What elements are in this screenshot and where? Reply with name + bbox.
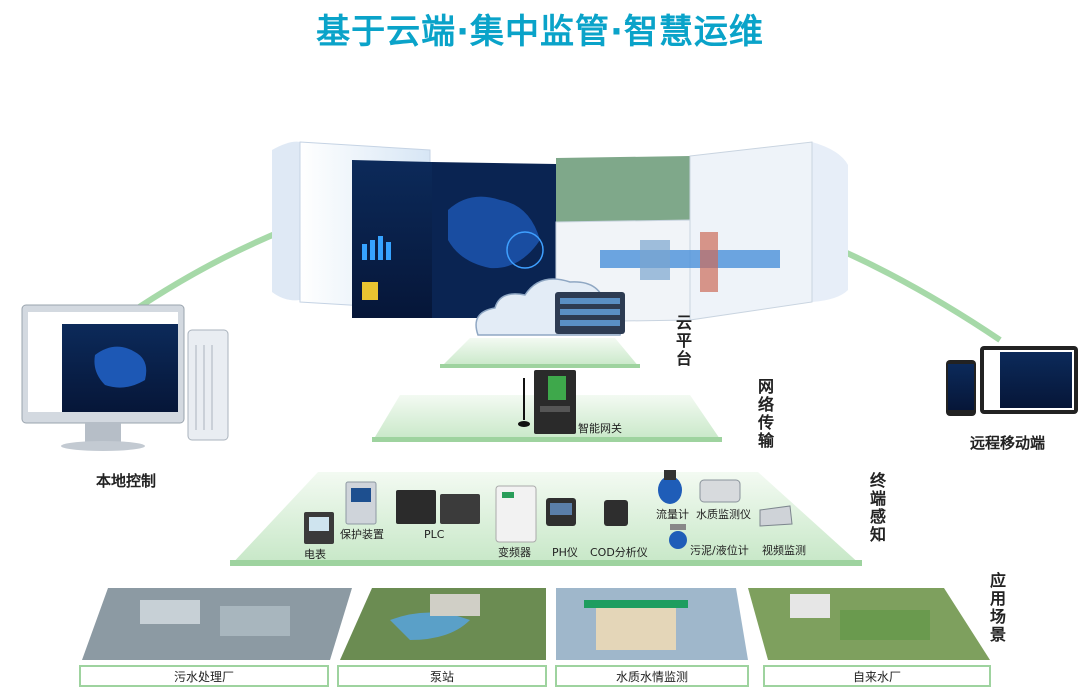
gateway-label: 智能网关 <box>578 422 622 435</box>
layer-label-terminal: 终端感知 <box>867 472 886 544</box>
application-scenes <box>82 588 990 660</box>
cloud-platform <box>440 338 640 368</box>
scene-label-sewage: 污水处理厂 <box>173 670 234 684</box>
device-label-cod: COD分析仪 <box>590 546 648 559</box>
local-control-label: 本地控制 <box>96 472 157 490</box>
cloud-icon <box>475 278 625 336</box>
layer-label-network: 网络传输 <box>755 378 774 450</box>
device-label-level: 污泥/液位计 <box>690 544 749 557</box>
device-label-inverter: 变频器 <box>498 546 531 559</box>
layer-label-cloud: 云平台 <box>673 314 692 368</box>
device-label-flow: 流量计 <box>656 508 689 521</box>
layer-label-application: 应用场景 <box>987 572 1006 644</box>
device-label-video: 视频监测 <box>762 544 806 557</box>
terminal-devices <box>304 470 793 549</box>
remote-mobile-label: 远程移动端 <box>970 434 1046 452</box>
mobile-devices-icon <box>946 346 1078 416</box>
cloud-screen-wall <box>272 141 848 323</box>
device-label-water-quality: 水质监测仪 <box>696 508 751 521</box>
device-label-protection: 保护装置 <box>340 528 384 541</box>
scene-label-waterworks: 自来水厂 <box>852 670 901 684</box>
device-label-meter: 电表 <box>304 548 326 561</box>
scene-label-water-monitor: 水质水情监测 <box>615 670 688 684</box>
device-label-plc: PLC <box>424 528 445 541</box>
page-title: 基于云端·集中监管·智慧运维 <box>316 12 764 52</box>
gateway-icon <box>518 370 576 434</box>
scene-label-pump: 泵站 <box>429 670 454 684</box>
device-label-ph: PH仪 <box>552 546 578 559</box>
local-computer-icon <box>21 304 229 451</box>
